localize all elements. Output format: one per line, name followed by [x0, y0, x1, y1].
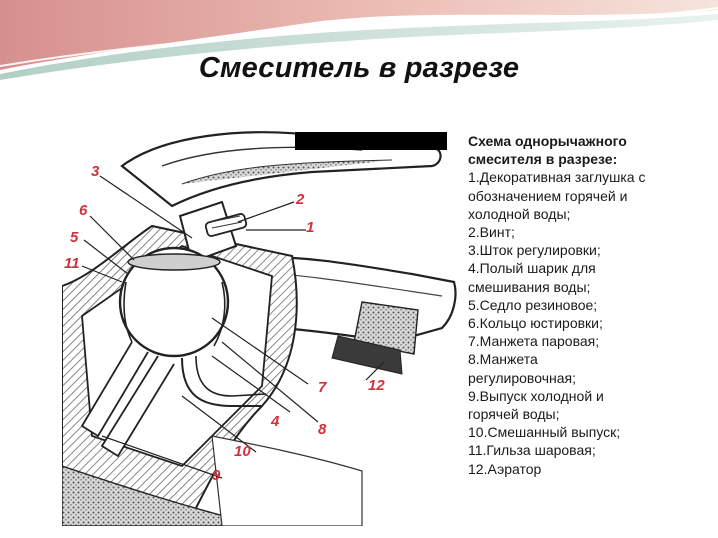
leader-lines	[81, 175, 385, 479]
legend-item: 6.Кольцо юстировки;	[468, 315, 603, 332]
callout-7: 7	[318, 379, 327, 396]
redaction-bar	[295, 132, 447, 150]
header-swoosh	[0, 0, 718, 80]
legend-item: 4.Полый шарик для	[468, 260, 596, 277]
legend-item: 7.Манжета паровая;	[468, 333, 600, 350]
faucet-cross-section	[62, 131, 457, 526]
legend-item: горячей воды;	[468, 406, 560, 423]
legend-item: регулировочная;	[468, 369, 576, 386]
slide-title: Смеситель в разрезе	[198, 52, 520, 84]
legend-item: 12.Аэратор	[468, 460, 542, 477]
callout-6: 6	[79, 202, 88, 219]
callout-3: 3	[91, 163, 100, 180]
legend-item: 2.Винт;	[468, 224, 515, 241]
legend-item: смешивания воды;	[468, 278, 591, 295]
legend: Схема однорычажного смесителя в разрезе:…	[468, 132, 714, 478]
legend-item: 5.Седло резиновое;	[468, 296, 598, 313]
callout-10: 10	[234, 443, 251, 460]
legend-item: 9.Выпуск холодной и	[468, 387, 604, 404]
lever-handle	[120, 131, 447, 208]
legend-title-line2: смесителя в разрезе:	[468, 151, 618, 168]
callout-9: 9	[212, 467, 221, 484]
callout-11: 11	[64, 255, 80, 272]
legend-item: 10.Смешанный выпуск;	[468, 424, 621, 441]
legend-item: 8.Манжета	[468, 351, 538, 368]
callout-5: 5	[70, 229, 79, 246]
legend-item: 1.Декоративная заглушка с	[468, 169, 646, 186]
callout-1: 1	[306, 219, 315, 236]
callout-2: 2	[296, 191, 305, 208]
mixing-ball	[118, 246, 230, 358]
legend-item: 11.Гильза шаровая;	[468, 442, 596, 459]
callout-12: 12	[368, 377, 385, 394]
legend-title-line1: Схема однорычажного	[468, 133, 627, 149]
callout-8: 8	[318, 421, 327, 438]
outlet-pipes	[80, 341, 267, 458]
legend-item: обозначением горячей и	[468, 187, 628, 204]
callout-4: 4	[271, 413, 280, 430]
legend-item: 3.Шток регулировки;	[468, 242, 601, 259]
legend-item: холодной воды;	[468, 205, 571, 222]
